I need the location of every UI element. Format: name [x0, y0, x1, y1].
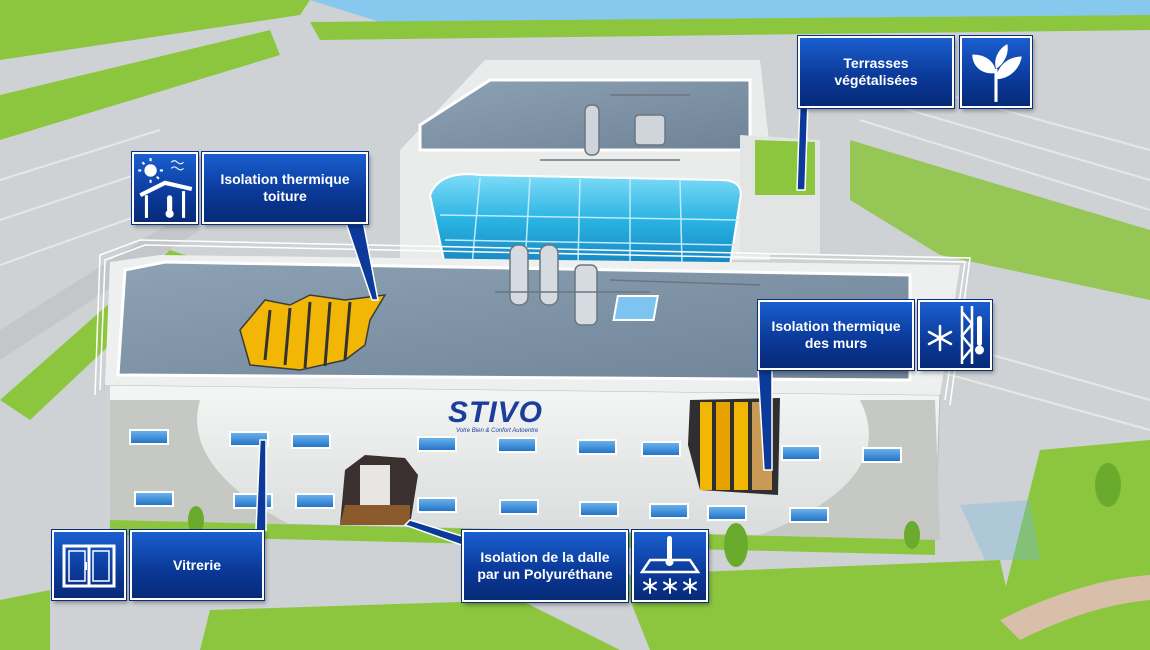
dalle-icon-box: [632, 530, 708, 602]
slab-snowflake-thermometer-icon: [639, 536, 701, 594]
snowflake-wall-thermometer-icon: [927, 306, 984, 364]
plant-leaves-icon: [972, 44, 1022, 102]
murs-icon-box: [918, 300, 992, 370]
label-terrasses-line2: végétalisées: [834, 72, 918, 88]
label-isolation-murs-line1: Isolation thermique: [771, 318, 901, 334]
logo-tagline: Votre Bien & Confort Autoentre: [456, 428, 539, 434]
label-isolation-toiture-line2: toiture: [263, 188, 307, 204]
label-isolation-dalle-line2: par un Polyuréthane: [477, 566, 613, 582]
terrasses-icon-box: [960, 36, 1032, 108]
logo-text: STIVO: [448, 396, 544, 429]
label-isolation-dalle[interactable]: Isolation de la dalle par un Polyuréthan…: [462, 530, 628, 602]
label-isolation-dalle-line1: Isolation de la dalle: [480, 549, 610, 565]
label-isolation-toiture[interactable]: Isolation thermique toiture: [202, 152, 368, 224]
label-isolation-murs[interactable]: Isolation thermique des murs: [758, 300, 914, 370]
vitrerie-icon-box: [52, 530, 126, 600]
label-isolation-murs-line2: des murs: [804, 335, 868, 351]
label-vitrerie[interactable]: Vitrerie: [130, 530, 264, 600]
label-isolation-toiture-line1: Isolation thermique: [220, 171, 350, 187]
building-logo: STIVO Votre Bien & Confort Autoentre: [448, 398, 608, 438]
label-vitrerie-text: Vitrerie: [173, 556, 221, 573]
label-terrasses-line1: Terrasses: [843, 55, 909, 71]
label-terrasses-vegetalisees[interactable]: Terrasses végétalisées: [798, 36, 954, 108]
toiture-icon-box: [132, 152, 198, 224]
sun-roof-thermometer-icon: [138, 158, 193, 218]
window-icon: [62, 544, 116, 588]
